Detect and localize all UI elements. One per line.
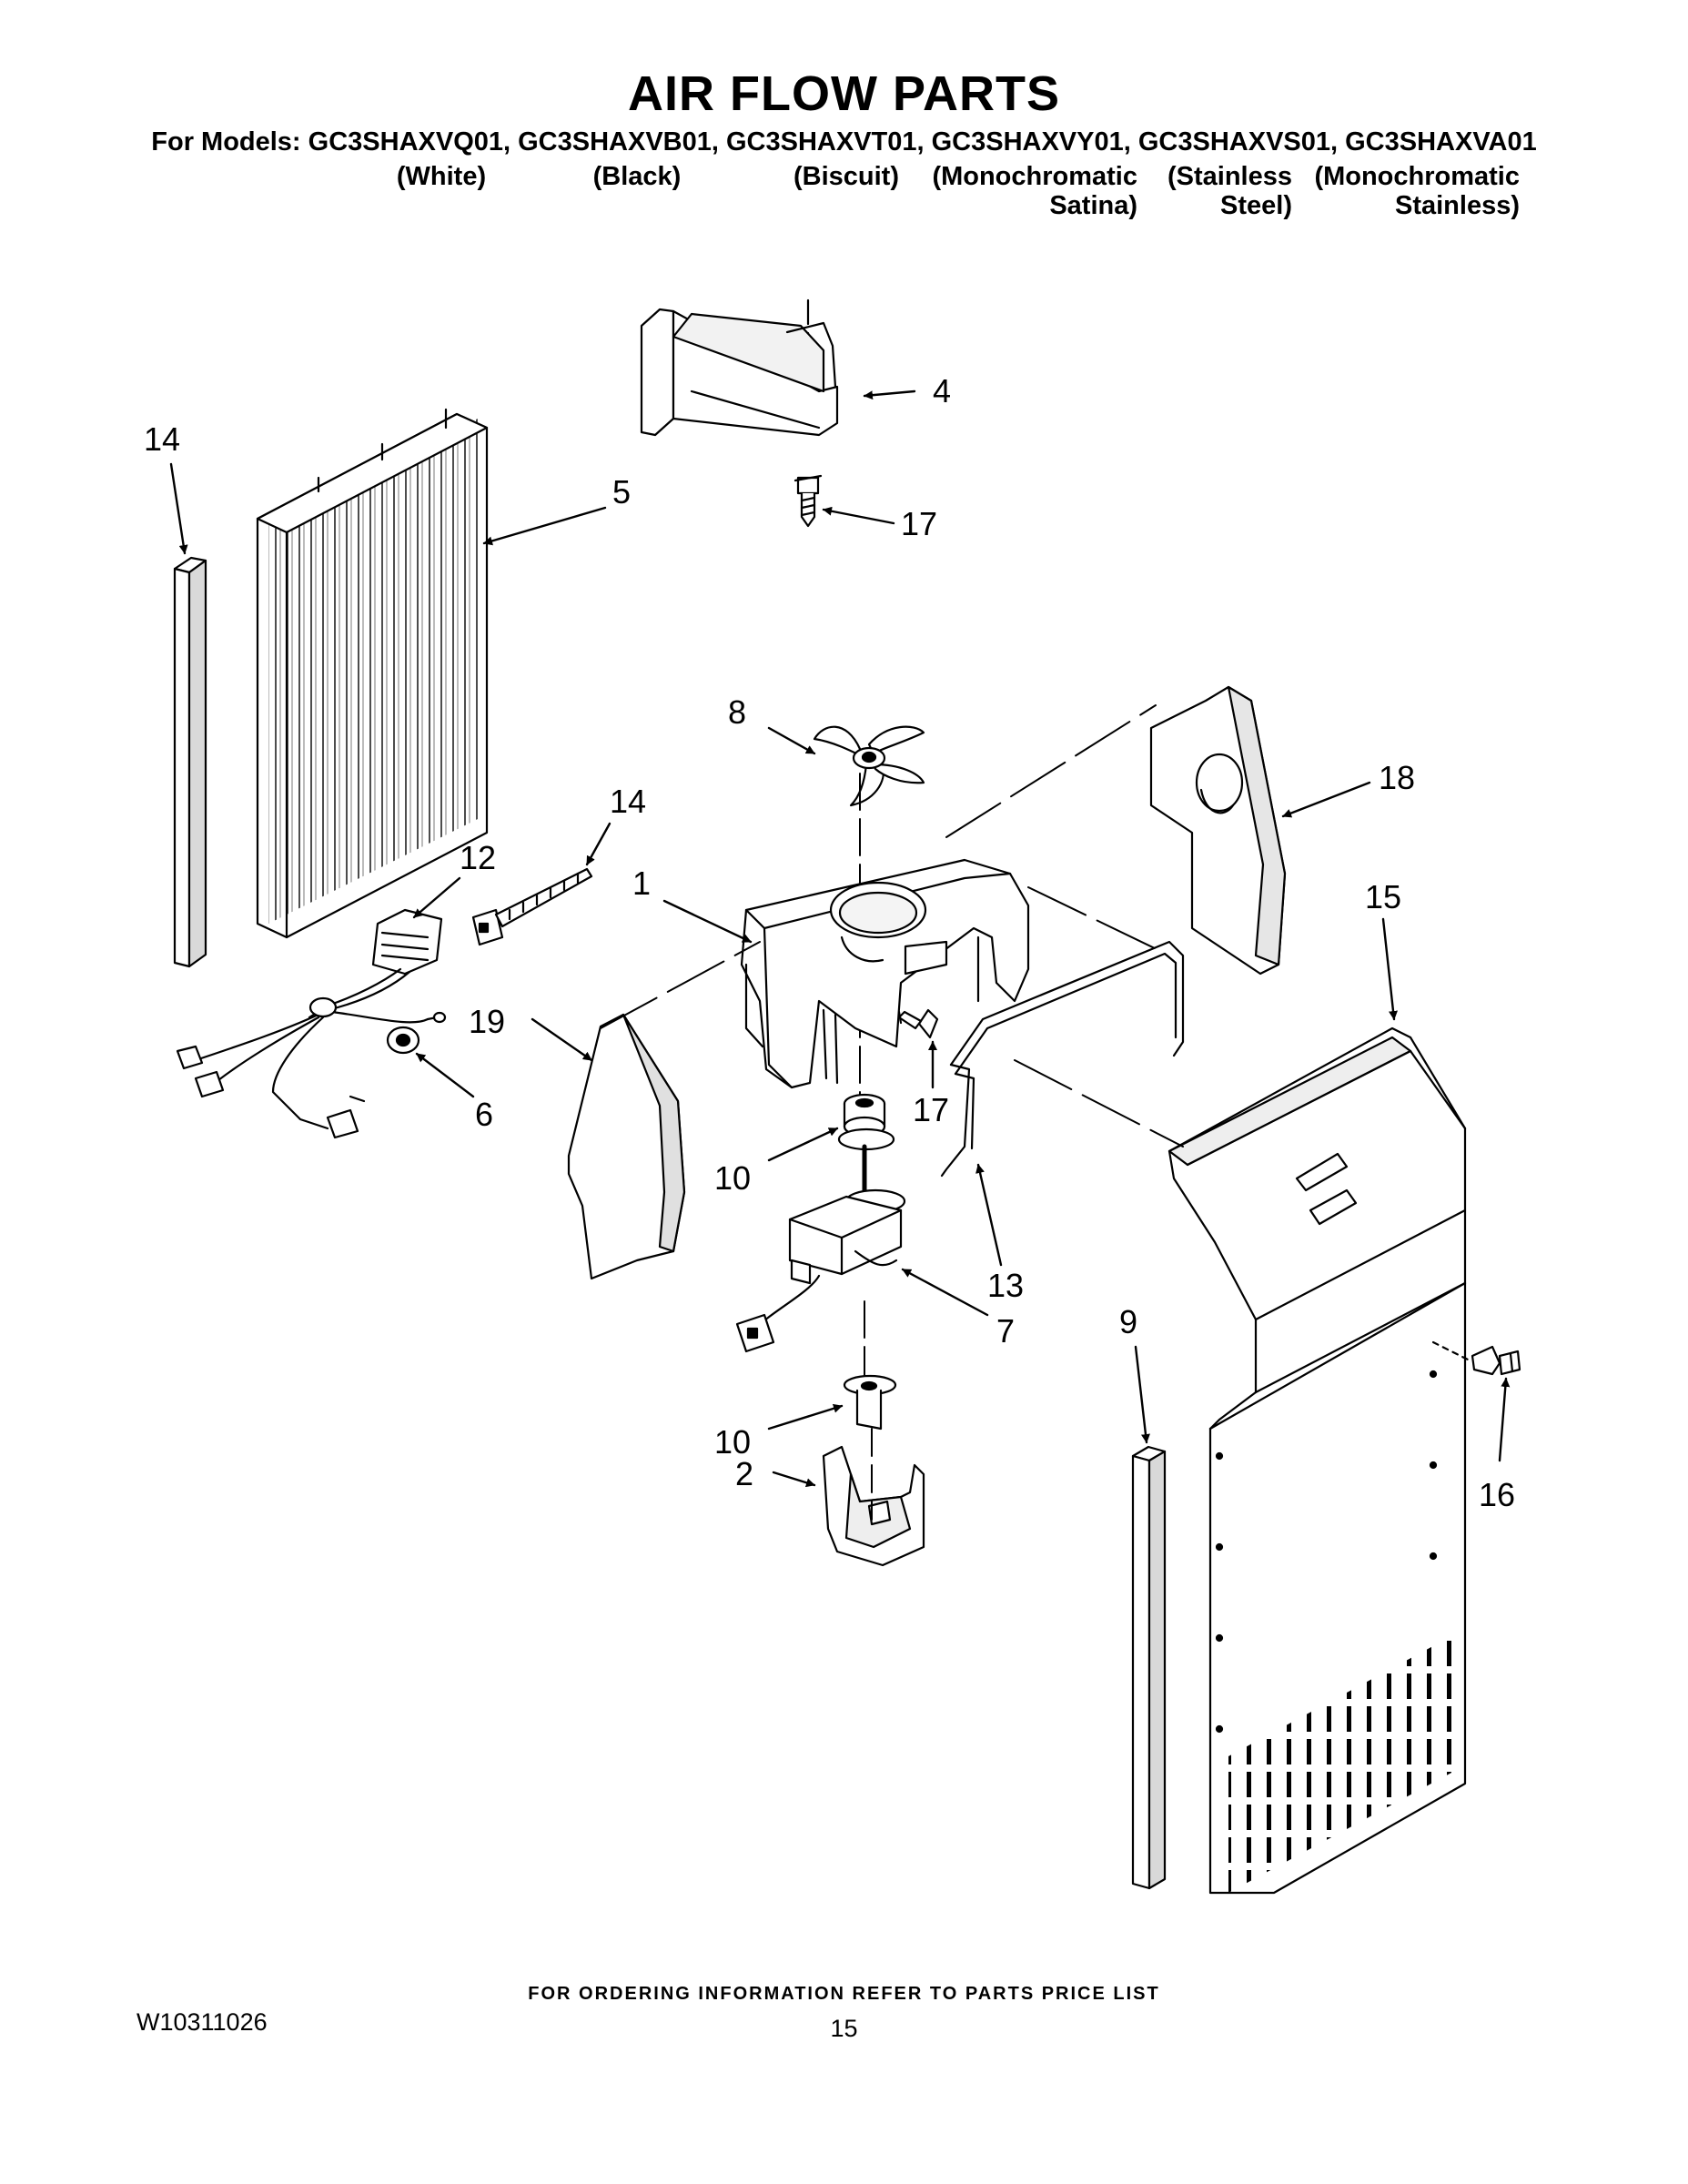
part-13-wire-retainer <box>940 940 1185 1178</box>
variant-black: (Black) <box>560 162 714 191</box>
callout-6: 6 <box>475 1096 493 1133</box>
part-7-fan-motor <box>735 1144 906 1384</box>
part-17-screw-top <box>793 474 823 528</box>
variant-line: Stainless) <box>1395 191 1520 220</box>
callout-10: 10 <box>714 1423 751 1461</box>
leader-arrows <box>169 389 1511 1488</box>
part-2-motor-bracket <box>822 1428 925 1567</box>
models-line: For Models: GC3SHAXVQ01, GC3SHAXVB01, GC… <box>151 127 1537 157</box>
callout-7: 7 <box>996 1312 1015 1350</box>
part-12-wire-harness <box>176 908 447 1139</box>
part-6-grommet <box>386 1026 420 1055</box>
page-number: 15 <box>830 2015 858 2042</box>
callout-5: 5 <box>612 473 631 511</box>
variant-line: (Stainless <box>1167 162 1292 191</box>
variant-line: Steel) <box>1220 191 1292 220</box>
callout-4: 4 <box>933 372 951 410</box>
callout-1: 1 <box>632 864 651 902</box>
variant-monochromatic-satina: (Monochromatic Satina) <box>919 162 1137 220</box>
callout-17: 17 <box>901 505 937 542</box>
callout-2: 2 <box>735 1455 753 1492</box>
part-10-bushing-upper <box>837 1093 895 1151</box>
variant-monochromatic-stainless: (Monochromatic Stainless) <box>1310 162 1520 220</box>
callout-labels: 4 14 5 17 8 18 14 12 1 15 19 6 17 10 13 … <box>144 372 1515 1513</box>
variant-line: (Black) <box>592 162 682 191</box>
part-17-screw-middle <box>897 1008 939 1039</box>
callout-8: 8 <box>728 693 746 731</box>
variant-stainless-steel: (Stainless Steel) <box>1147 162 1292 220</box>
part-19-side-shield <box>567 1013 686 1280</box>
part-16-screw <box>1431 1340 1521 1376</box>
variant-line: (Biscuit) <box>793 162 899 191</box>
callout-16: 16 <box>1479 1476 1515 1513</box>
callout-14: 14 <box>144 420 180 458</box>
callout-14: 14 <box>610 783 646 820</box>
variant-line: (White) <box>396 162 487 191</box>
variant-biscuit: (Biscuit) <box>764 162 928 191</box>
ordering-note: FOR ORDERING INFORMATION REFER TO PARTS … <box>528 1984 1160 2004</box>
variant-white: (White) <box>364 162 519 191</box>
part-18-side-shield <box>1149 685 1287 976</box>
document-number: W10311026 <box>136 2008 268 2036</box>
callout-19: 19 <box>469 1003 505 1040</box>
part-14-cable-tie <box>471 867 593 946</box>
callout-13: 13 <box>987 1267 1024 1304</box>
part-15-duct-cover <box>1167 1026 1467 1895</box>
page-title: AIR FLOW PARTS <box>628 66 1060 121</box>
part-8-fan-blade <box>813 725 925 1102</box>
callout-12: 12 <box>460 839 496 876</box>
part-4-air-duct <box>640 298 839 437</box>
callout-9: 9 <box>1119 1303 1137 1340</box>
callout-15: 15 <box>1365 878 1401 915</box>
variant-line: (Monochromatic <box>932 162 1137 191</box>
part-14-gasket-strip-left <box>173 556 207 968</box>
callout-17: 17 <box>913 1091 949 1128</box>
variant-line: Satina) <box>1049 191 1137 220</box>
part-5-ribbed-panel <box>256 408 489 939</box>
alignment-lines <box>600 704 1184 1148</box>
variant-line: (Monochromatic <box>1314 162 1520 191</box>
callout-18: 18 <box>1379 759 1415 796</box>
part-10-bushing-lower <box>843 1374 897 1431</box>
part-1-fan-housing <box>740 858 1030 1089</box>
part-9-gasket-strip-right <box>1131 1445 1167 1890</box>
callout-10: 10 <box>714 1159 751 1197</box>
